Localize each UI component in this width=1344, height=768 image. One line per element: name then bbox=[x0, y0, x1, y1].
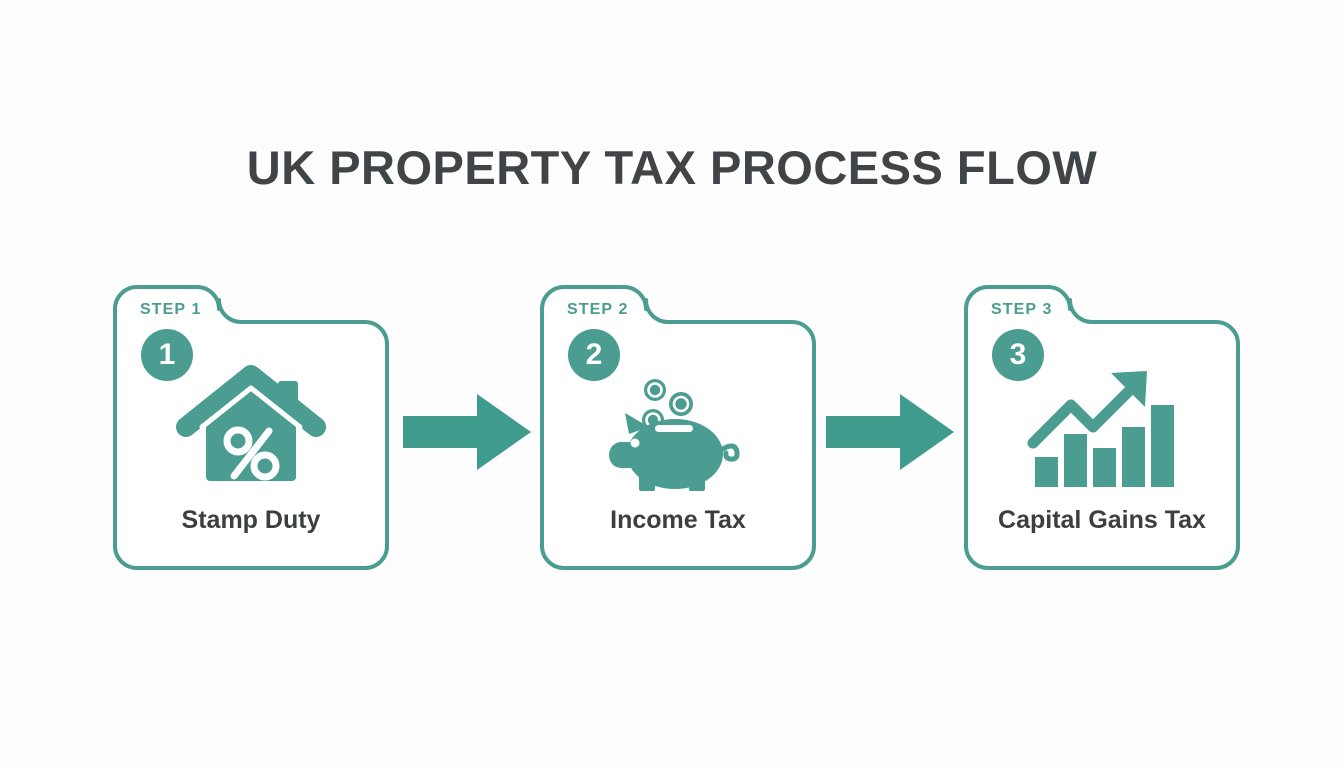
step-title-1: Stamp Duty bbox=[181, 506, 321, 534]
arrow-right-icon-2 bbox=[826, 390, 954, 474]
step-card-3[interactable]: STEP 3 3 Capital Gains Tax bbox=[964, 285, 1240, 570]
house-percent-icon bbox=[113, 363, 389, 493]
step-number-badge-1: 1 bbox=[141, 329, 193, 381]
step-label-2: STEP 2 bbox=[567, 301, 629, 318]
step-card-1[interactable]: STEP 1 1 Stamp Duty bbox=[113, 285, 389, 570]
step-title-3: Capital Gains Tax bbox=[998, 506, 1206, 534]
step-label-3: STEP 3 bbox=[991, 301, 1053, 318]
process-flow: STEP 1 1 Stamp Duty bbox=[0, 285, 1344, 575]
step-number-badge-3: 3 bbox=[992, 329, 1044, 381]
page-title: UK PROPERTY TAX PROCESS FLOW bbox=[246, 141, 1098, 194]
step-number-badge-2: 2 bbox=[568, 329, 620, 381]
piggy-bank-icon bbox=[540, 363, 816, 493]
step-label-1: STEP 1 bbox=[140, 301, 202, 318]
step-card-2[interactable]: STEP 2 2 bbox=[540, 285, 816, 570]
step-title-2: Income Tax bbox=[610, 506, 746, 534]
arrow-right-icon-1 bbox=[403, 390, 531, 474]
growth-bar-chart-icon bbox=[964, 363, 1240, 493]
